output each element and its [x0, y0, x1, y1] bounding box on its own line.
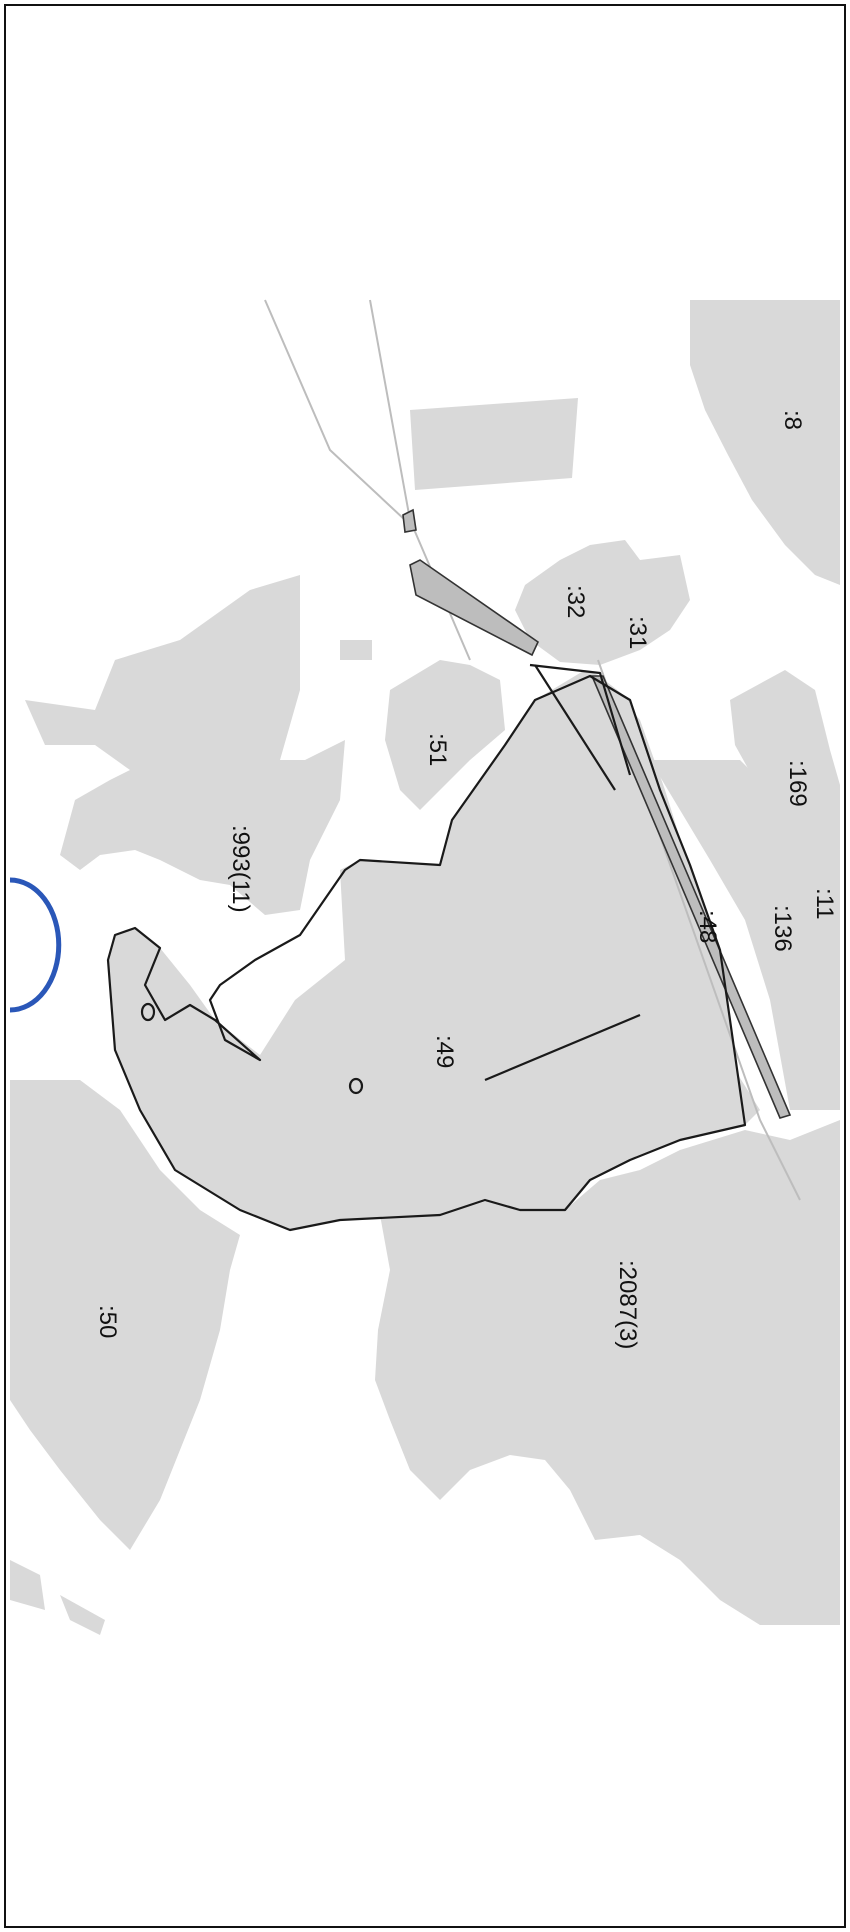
label-parcel-136: :136 — [769, 905, 796, 952]
small-ring-1 — [140, 1002, 156, 1022]
parcel-8-area — [690, 300, 840, 585]
parcel-2087-area — [375, 1120, 840, 1625]
label-parcel-2087: :2087(3) — [614, 1260, 641, 1349]
parcel-areas — [10, 300, 840, 1635]
small-ring-2 — [348, 1077, 364, 1095]
cross-line — [529, 663, 632, 776]
parcel-169-area — [730, 670, 840, 850]
label-parcel-51: :51 — [424, 733, 451, 766]
cross-line-2 — [534, 664, 616, 791]
label-parcel-11: :11 — [811, 888, 838, 920]
stamp-fragment — [9, 877, 62, 1013]
parcel-south-small-1 — [10, 1560, 45, 1610]
label-parcel-993: :993(11) — [227, 825, 254, 913]
label-parcel-169: :169 — [784, 760, 811, 807]
road-line-3 — [264, 299, 406, 521]
parcel-31-32-area — [515, 540, 690, 665]
inner-division-line — [484, 1013, 641, 1082]
strip-parcel-48 — [590, 675, 792, 1119]
parcel-49-boundary — [106, 674, 747, 1232]
parcel-51-area — [385, 660, 505, 810]
strip-parcels — [402, 508, 792, 1119]
parcel-north-block — [410, 398, 578, 490]
parcel-south-small-2 — [60, 1595, 105, 1635]
parcel-993-area — [25, 575, 345, 915]
parcel-49-area — [108, 670, 745, 1230]
parcel-136-area — [650, 760, 840, 1110]
label-parcel-48: :48 — [694, 910, 721, 943]
label-parcel-31: :31 — [624, 616, 651, 649]
parcel-labels: :8 :31 :32 :169 :11 :136 :48 :51 :993(11… — [94, 410, 838, 1349]
label-parcel-49: :49 — [431, 1035, 458, 1068]
strip-parcel-north — [409, 559, 540, 657]
parcel-50-area — [10, 1080, 240, 1550]
label-parcel-8: :8 — [779, 410, 806, 430]
boundaries — [106, 663, 747, 1232]
label-parcel-50: :50 — [94, 1305, 121, 1338]
parcel-sliver-1 — [340, 640, 372, 660]
label-parcel-32: :32 — [562, 585, 589, 618]
strip-parcel-tip — [402, 508, 417, 533]
